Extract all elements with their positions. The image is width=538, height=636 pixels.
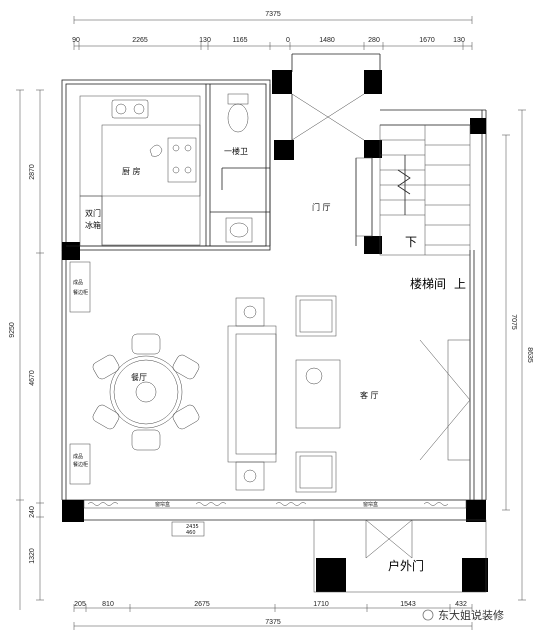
armchair-bottom-icon [295,451,337,493]
sideboard-bot-label-1: 成品 [73,453,83,460]
coffee-table-icon [295,359,341,429]
stair-up-label: 上 [454,277,466,291]
bathroom-label: 一楼卫 [224,146,248,156]
window-note-2: 460 [186,530,196,536]
left-dim-3: 240 [29,506,36,518]
top-dim-4: 1165 [232,37,247,44]
left-dimensions: 9250 2870 4670 240 1320 [9,89,44,610]
window-note-1: 2435 [186,524,199,530]
top-total-dim: 7375 [265,11,281,18]
kitchen-sink-icon [111,99,149,119]
foyer-label: 门 厅 [312,202,331,212]
living-label: 客 厅 [360,390,379,400]
top-dim-7: 280 [368,37,380,44]
top-dimensions: 7375 90 2265 130 1165 0 1480 280 1670 13… [72,11,473,50]
kitchen-label: 厨 房 [122,166,141,176]
top-dim-1: 90 [72,37,80,44]
sideboard-bot-label-2: 餐边柜 [73,461,88,468]
stove-icon [149,137,197,183]
bottom-dim-1: 205 [74,601,86,608]
left-dim-1: 2870 [29,164,36,180]
armchair-top-icon [295,295,337,337]
bottom-dim-6: 432 [455,601,467,608]
kitchen: 厨 房 双门 冰箱 [79,95,201,247]
bottom-dim-5: 1543 [400,601,416,608]
bottom-total-dim: 7375 [265,619,281,626]
outdoor-area: 户外门 [313,519,487,593]
window-strip: 窗帘盒 窗帘盒 2435 460 [83,499,467,537]
structural-columns [62,70,488,592]
right-dimensions: 7075 8635 [502,109,533,601]
fridge-label-2: 冰箱 [85,220,101,230]
curtain-box-2: 窗帘盒 [363,501,378,508]
watermark: 东大姐说装修 [422,608,504,622]
bathroom: 一楼卫 [224,93,253,243]
bottom-dim-3: 2675 [194,601,210,608]
top-dim-8: 1670 [419,37,435,44]
bottom-dim-4: 1710 [313,601,329,608]
dining: 成品 餐边柜 成品 餐边柜 餐厅 [69,261,200,485]
watermark-text: 东大姐说装修 [438,608,504,622]
shoe-cabinet [355,157,373,237]
sideboard-top-label-2: 餐边柜 [73,289,88,296]
washbasin-icon [225,217,253,243]
outdoor-door-label: 户外门 [388,558,424,573]
dining-label: 餐厅 [131,373,147,382]
top-dim-6: 1480 [319,37,335,44]
stair-break-icon [397,169,411,195]
bottom-dimensions: 205 810 2675 1710 1543 432 7375 [73,601,473,630]
top-dim-3: 130 [199,37,211,44]
right-dim-2: 8635 [526,347,533,363]
stair-down-label: 下 [405,235,417,249]
wechat-icon [422,609,434,621]
bottom-dim-2: 810 [102,601,114,608]
left-dim-2: 4670 [29,370,36,386]
top-dim-5: 0 [286,37,290,44]
living-room: 客 厅 [227,295,379,493]
dining-table-icon [92,333,200,451]
top-dim-2: 2265 [132,37,148,44]
top-dim-9: 130 [453,37,465,44]
left-dim-4: 1320 [29,548,36,564]
fridge-label-1: 双门 [85,208,101,218]
right-dim-1: 7075 [510,314,517,330]
curtain-box-1: 窗帘盒 [155,501,170,508]
staircase: 下 楼梯间 上 [379,124,471,461]
side-table-icon [235,297,265,327]
toilet-icon [227,93,249,133]
stair-label: 楼梯间 [410,276,446,291]
sideboard-top-label-1: 成品 [73,279,83,286]
left-outer-dim: 9250 [9,322,16,338]
